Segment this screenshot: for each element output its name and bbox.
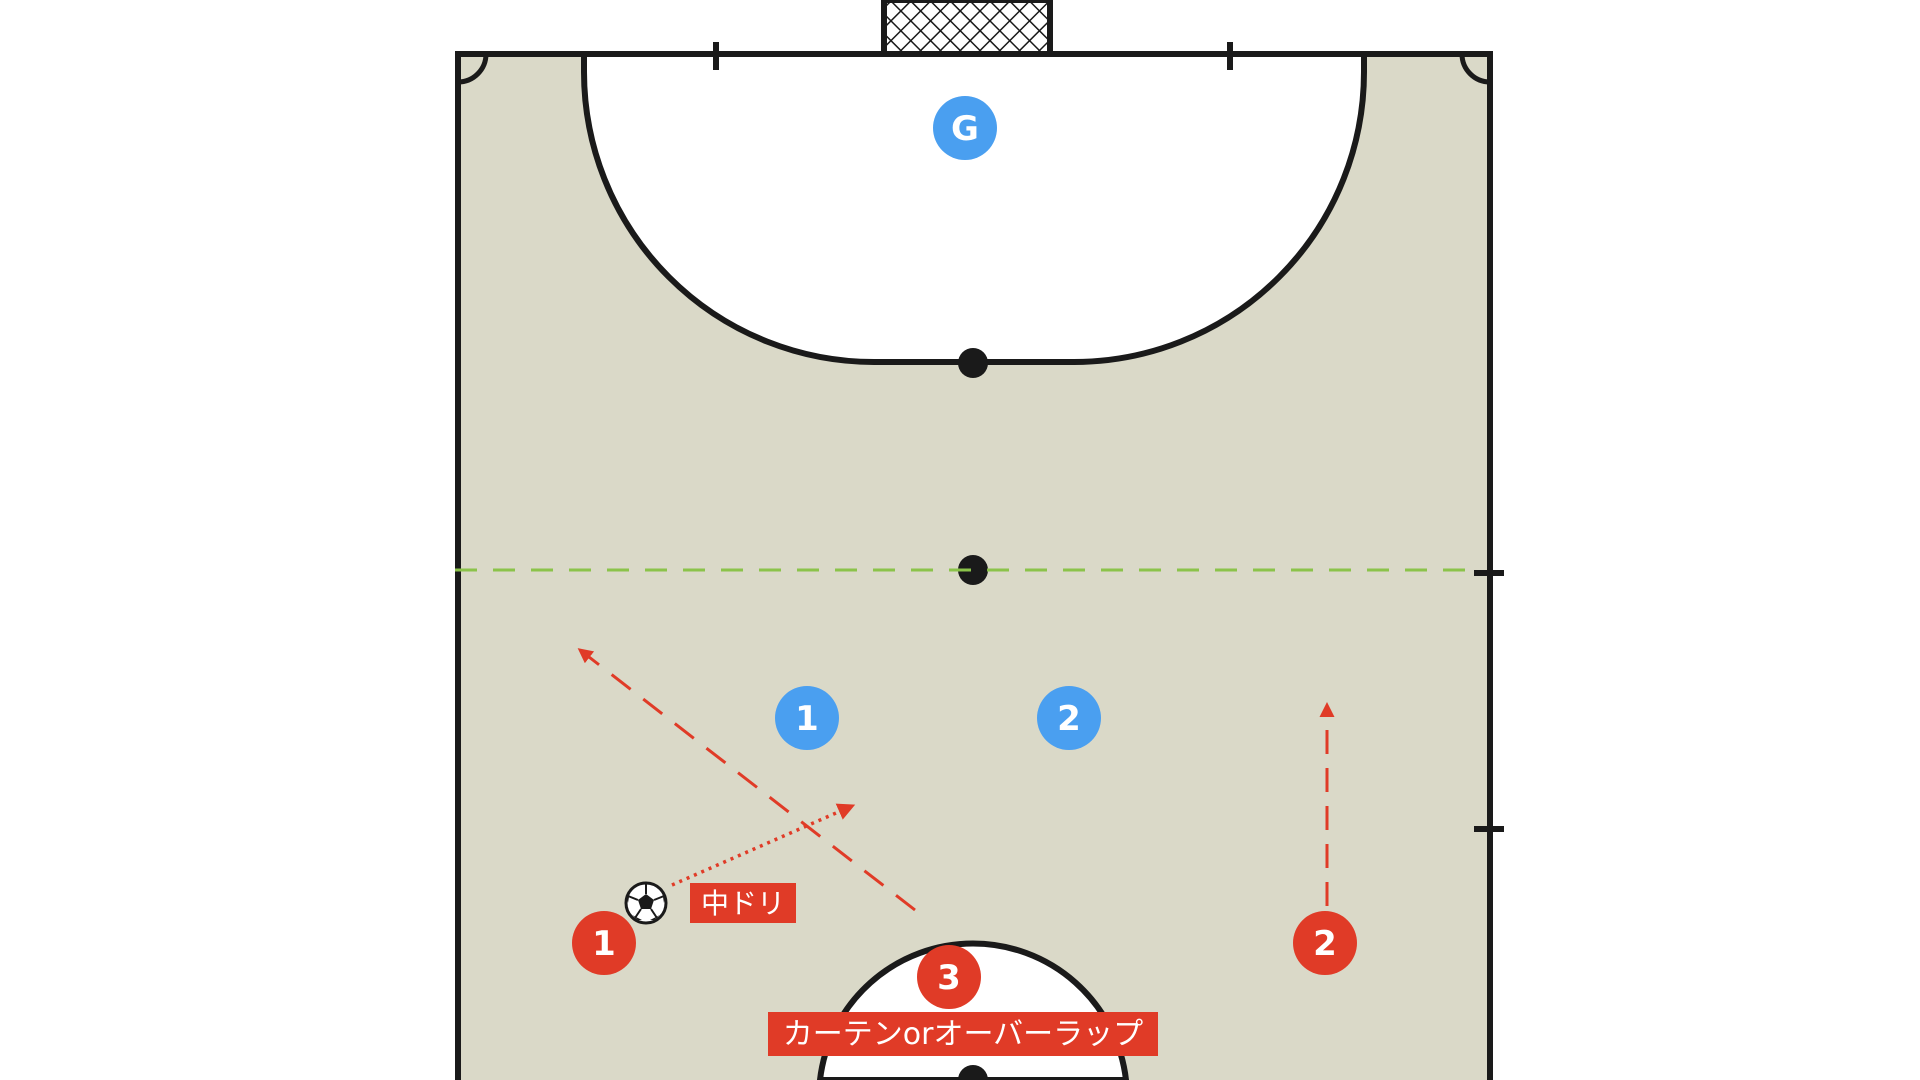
svg-text:カーテンorオーバーラップ: カーテンorオーバーラップ [783, 1017, 1143, 1052]
attacker-2-marker: 2 [1293, 911, 1357, 975]
svg-text:中ドリ: 中ドリ [701, 887, 785, 920]
attacker-3-marker: 3 [917, 945, 981, 1009]
defender-1-marker: 1 [775, 686, 839, 750]
penalty-mark [958, 348, 988, 378]
goal-net-icon [881, 0, 1053, 57]
defender-2-marker: 2 [1037, 686, 1101, 750]
goalkeeper-marker: G [933, 96, 997, 160]
penalty-area [581, 51, 1367, 365]
attacker-3-run-arrow [577, 648, 916, 912]
svg-text:G: G [951, 109, 979, 149]
svg-text:2: 2 [1057, 699, 1081, 739]
svg-text:2: 2 [1313, 924, 1337, 964]
dribble-arrow [671, 803, 856, 887]
center-spot [958, 1065, 988, 1080]
attacker-1-marker: 1 [572, 911, 636, 975]
svg-text:1: 1 [795, 699, 819, 739]
corner-arc-right [1459, 53, 1491, 85]
svg-text:3: 3 [937, 958, 961, 998]
corner-arc-left [457, 53, 489, 85]
overlap-label: カーテンorオーバーラップ [768, 1012, 1158, 1056]
dribble-label: 中ドリ [690, 883, 796, 923]
soccer-ball-icon [624, 881, 668, 925]
second-penalty-mark [958, 555, 988, 585]
svg-text:1: 1 [592, 924, 616, 964]
